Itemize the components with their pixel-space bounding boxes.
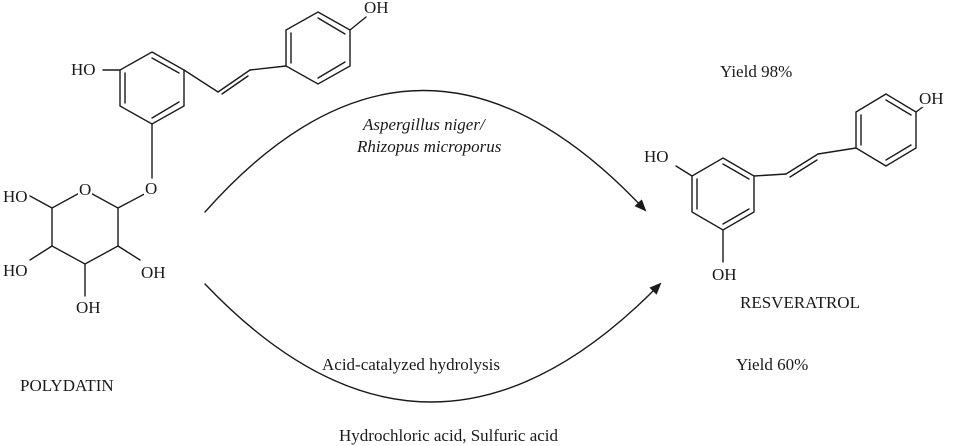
enzymatic-yield: Yield 98% xyxy=(720,62,793,81)
polydatin-vinyl-bond xyxy=(217,65,287,95)
resveratrol-phenol-ring xyxy=(855,93,917,167)
enzymatic-organism-2: Rhizopus microporus xyxy=(357,137,502,156)
glucose-c2-oh-label: OH xyxy=(140,263,167,282)
enzymatic-arrow xyxy=(204,89,647,213)
resveratrol-resorcinol-ring xyxy=(691,157,755,231)
glucose-c4-oh-bond xyxy=(29,245,53,261)
polydatin-meta-oh-label: HO xyxy=(70,60,97,79)
enzymatic-organism-1: Aspergillus niger/ xyxy=(363,115,485,134)
resveratrol-meta-oh-top-label: HO xyxy=(643,147,670,166)
resveratrol-para-oh-bond xyxy=(915,105,925,113)
resveratrol-meta-oh-top-bond xyxy=(675,165,693,177)
glucose-ring-oxygen-label: O xyxy=(78,180,93,199)
resveratrol-name: RESVERATROL xyxy=(740,293,860,312)
glucose-c6-oh-bond xyxy=(29,195,53,209)
resveratrol-ring-vinyl-bond xyxy=(753,173,787,177)
glucose-c6-oh-label: HO xyxy=(2,187,29,206)
resveratrol-meta-oh-bottom-label: OH xyxy=(711,265,738,284)
glucose-c2-oh-bond xyxy=(117,245,141,261)
polydatin-phenol-ring xyxy=(285,11,351,85)
glucose-c3-oh-label: OH xyxy=(75,298,102,317)
polydatin-ring-vinyl-bond xyxy=(183,69,219,93)
polydatin-para-oh-bond xyxy=(349,16,367,31)
glucose-ring xyxy=(51,189,119,265)
acid-reagents: Hydrochloric acid, Sulfuric acid xyxy=(339,426,559,445)
glucose-c4-oh-label: HO xyxy=(2,261,29,280)
polydatin-name: POLYDATIN xyxy=(20,376,114,395)
polydatin-aglycone-ring xyxy=(119,51,185,125)
polydatin-glycosidic-oxygen-label: O xyxy=(144,179,159,198)
acid-route-label: Acid-catalyzed hydrolysis xyxy=(322,355,500,374)
resveratrol-vinyl-bond xyxy=(785,147,857,178)
polydatin-para-oh-label: OH xyxy=(363,0,390,17)
resveratrol-para-oh-label: OH xyxy=(918,89,945,108)
acid-yield: Yield 60% xyxy=(736,355,809,374)
acid-arrow xyxy=(204,282,662,403)
